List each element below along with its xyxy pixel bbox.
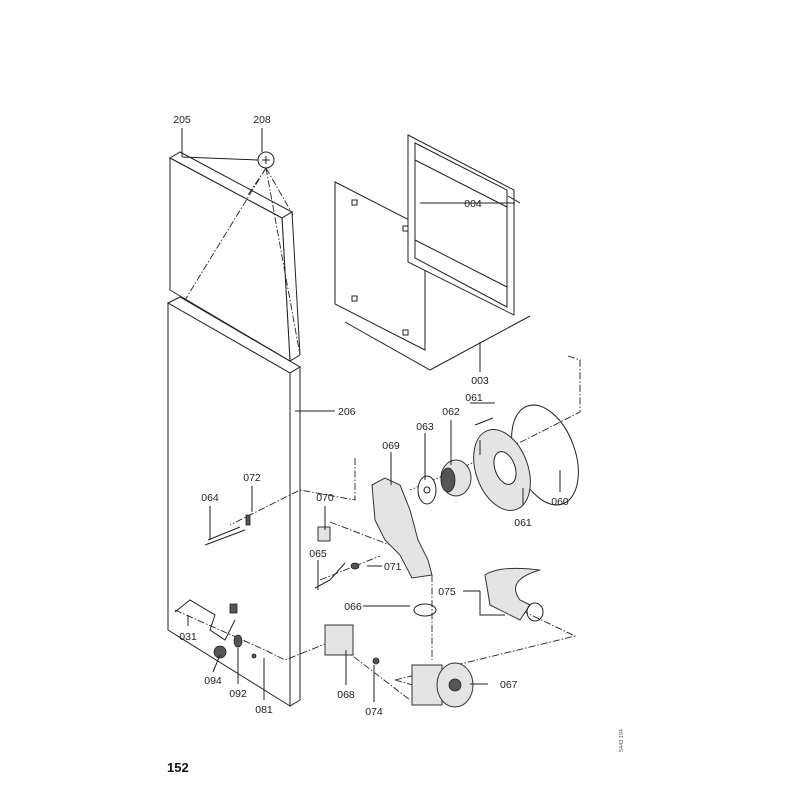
burner-062 [440, 459, 472, 497]
label-066: 066 [344, 601, 362, 613]
gasket-092 [233, 634, 243, 648]
label-094: 094 [204, 675, 222, 687]
label-061-bottom: 061 [514, 517, 532, 529]
burner-door-061 [470, 402, 531, 511]
label-072: 072 [243, 472, 261, 484]
label-069: 069 [382, 440, 400, 452]
label-205: 205 [173, 114, 191, 126]
label-074: 074 [365, 706, 383, 718]
label-071: 071 [384, 561, 402, 573]
label-065: 065 [309, 548, 327, 560]
mixing-pipe-069 [371, 477, 433, 579]
fan-067 [411, 662, 474, 708]
label-206: 206 [338, 406, 356, 418]
label-208: 208 [253, 114, 271, 126]
label-003: 003 [471, 375, 489, 387]
label-067: 067 [500, 679, 518, 691]
gasket-063 [417, 475, 437, 505]
page-number: 152 [167, 760, 189, 775]
label-070: 070 [316, 492, 334, 504]
gas-valve-068 [324, 624, 354, 656]
label-081: 081 [255, 704, 273, 716]
leader-lines [187, 410, 561, 702]
seal-066 [413, 603, 437, 617]
label-060: 060 [551, 496, 569, 508]
clip-208 [181, 128, 301, 356]
gasket-074 [372, 657, 380, 665]
drawing-code: 5443 194 [619, 729, 625, 752]
label-064: 064 [201, 492, 219, 504]
electrode-064 [204, 514, 251, 546]
part-081 [251, 653, 257, 659]
label-031: 031 [179, 631, 197, 643]
rear-panel-003 [334, 181, 531, 372]
label-063: 063 [416, 421, 434, 433]
gas-line-031 [174, 599, 238, 641]
frame-004 [407, 134, 521, 316]
label-092: 092 [229, 688, 247, 700]
label-061-top: 061 [465, 392, 483, 404]
label-004: 004 [464, 198, 482, 210]
sensor-065 [314, 562, 346, 589]
label-075: 075 [438, 586, 456, 598]
label-068: 068 [337, 689, 355, 701]
ignition-unit-070 [317, 526, 331, 542]
insulation-panel-205 [168, 151, 301, 362]
siphon-075 [463, 567, 544, 622]
part-094 [213, 645, 227, 659]
label-062: 062 [442, 406, 460, 418]
front-panel-206 [166, 296, 301, 707]
clip-071 [350, 562, 360, 570]
